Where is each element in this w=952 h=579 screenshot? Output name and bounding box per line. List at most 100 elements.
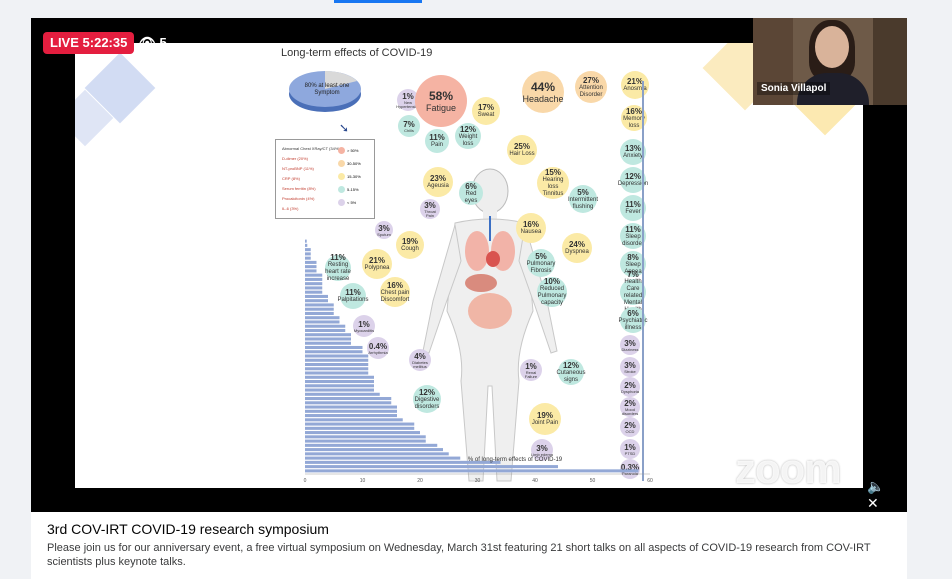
bubble-label: Paranoia: [621, 470, 638, 476]
event-description: Please join us for our anniversary event…: [47, 542, 871, 568]
symptom-bubble: 27%Attention Disorder: [575, 71, 607, 103]
presenter-body: [797, 73, 869, 105]
legend-key-label: > 50%: [347, 148, 359, 153]
bubble-percent: 1%: [402, 91, 414, 101]
bar: [305, 431, 420, 435]
symptom-bubble: 58%Fatigue: [415, 75, 467, 127]
arrow-down-icon: ➘: [339, 121, 350, 135]
symptom-bubble: 6%Red eyes: [459, 181, 483, 205]
bar: [305, 397, 392, 401]
presentation-slide: Long-term effects of COVID-19 80% at lea…: [75, 43, 863, 488]
symptom-bubble: 21%Anosmia: [621, 71, 649, 99]
bubble-label: Polypnea: [364, 265, 390, 271]
bar: [305, 405, 397, 409]
human-body-illustration: [422, 168, 558, 482]
bubble-percent: 10%: [543, 277, 560, 286]
symptom-bubble: 3%Dizziness: [620, 335, 640, 355]
symptom-bubble: 11%Fever: [620, 195, 646, 221]
bubble-label: Mood disorders: [621, 406, 639, 416]
legend-key-swatch: [338, 160, 345, 167]
bubble-label: Chest pain Discomfort: [380, 289, 410, 303]
bar: [305, 465, 558, 469]
live-video-player[interactable]: Long-term effects of COVID-19 80% at lea…: [31, 18, 907, 512]
bar: [305, 294, 328, 298]
heart: [486, 251, 500, 267]
bubble-label: Pulmonary Fibrosis: [526, 260, 556, 274]
legend-item: Abnormal Chest XRay/CT (34%): [282, 146, 340, 151]
bar: [305, 239, 307, 243]
symptom-bubble: 2%Dysphoria: [620, 377, 640, 397]
bubble-percent: 6%: [627, 308, 639, 318]
symptom-bubble: 11%Resting heart rate increase: [325, 253, 351, 282]
bar: [305, 286, 323, 290]
x-tick-label: 40: [532, 478, 538, 484]
bar: [305, 328, 346, 332]
bar: [305, 460, 501, 464]
legend-item: CRP (8%): [282, 176, 300, 181]
bubble-label: Diabetes mellitus: [412, 359, 428, 369]
legend-item: Serum ferritin (8%): [282, 186, 316, 191]
bubble-percent: 15%: [544, 168, 561, 177]
x-axis-label: % of long-term effects of COVID-19: [468, 457, 563, 463]
symptom-bubble: 3%Sputum: [375, 221, 393, 239]
bar: [305, 282, 323, 286]
symptom-bubble: 44%Headache: [522, 71, 564, 113]
bubble-label: Resting heart rate increase: [325, 262, 351, 282]
bubble-percent: 12%: [418, 387, 435, 397]
bubble-percent: 16%: [522, 220, 539, 229]
legend-keys: > 50%30-50%15-30%5-15%< 5%: [338, 144, 372, 209]
bubble-percent: 19%: [536, 411, 553, 420]
bubble-percent: 25%: [513, 142, 530, 151]
active-tab-indicator: [334, 0, 422, 3]
bubble-percent: 2%: [624, 420, 636, 430]
symptom-bubble: 3%Throat Pain: [420, 199, 440, 219]
bar: [305, 290, 323, 294]
bubble-label: Memory loss: [623, 115, 645, 129]
bar: [305, 299, 328, 303]
eye-icon: 👁: [139, 35, 156, 50]
bubble-label: Chills: [404, 127, 414, 133]
symptom-bubble: 3%Limb edema: [531, 439, 553, 461]
muted-speaker-icon[interactable]: 🔈✕: [867, 478, 885, 511]
bar: [305, 426, 415, 430]
bubble-percent: 13%: [624, 144, 641, 153]
bar: [305, 362, 369, 367]
bubble-percent: 17%: [477, 103, 494, 112]
bar: [305, 320, 340, 324]
bubble-percent: 1%: [358, 319, 370, 329]
bubble-percent: 19%: [401, 237, 418, 246]
event-title: 3rd COV-IRT COVID-19 research symposium: [47, 521, 329, 537]
symptom-bubble: 6%Psychiatric illness: [619, 307, 648, 333]
bubble-label: Pain: [430, 142, 443, 148]
bar: [305, 414, 397, 418]
bubble-label: Fatigue: [425, 102, 457, 113]
bubble-percent: 11%: [345, 288, 361, 297]
bubble-percent: 12%: [459, 124, 476, 134]
legend-key-swatch: [338, 147, 345, 154]
bubble-label: PTSD: [624, 450, 636, 456]
bubble-percent: 2%: [624, 398, 636, 408]
bubble-label: Arrhythmia: [368, 349, 388, 355]
bar: [305, 384, 374, 388]
bubble-percent: 5%: [577, 187, 589, 197]
bookshelf: [873, 18, 907, 105]
bubble-percent: 12%: [562, 360, 579, 370]
symptom-bubble: 23%Ageusia: [423, 167, 453, 197]
bar: [305, 303, 334, 307]
bubble-percent: 58%: [428, 88, 454, 103]
bubble-percent: 1%: [624, 442, 636, 452]
symptom-bubble: 12%Depression: [618, 167, 648, 193]
bubble-label: Dysphoria: [620, 388, 639, 394]
bar: [305, 448, 443, 452]
bubble-percent: 21%: [368, 256, 385, 265]
x-tick-label: 20: [417, 478, 423, 484]
bubble-percent: 27%: [582, 75, 599, 85]
pie-slice: [325, 71, 357, 89]
bubble-percent: 11%: [330, 253, 346, 262]
bar: [305, 256, 311, 260]
bar: [305, 409, 397, 413]
symptom-bubble: 17%Sweat: [472, 97, 500, 125]
x-tick-label: 50: [590, 478, 596, 484]
symptom-bubble: 19%Cough: [396, 231, 424, 259]
bar: [305, 371, 369, 375]
